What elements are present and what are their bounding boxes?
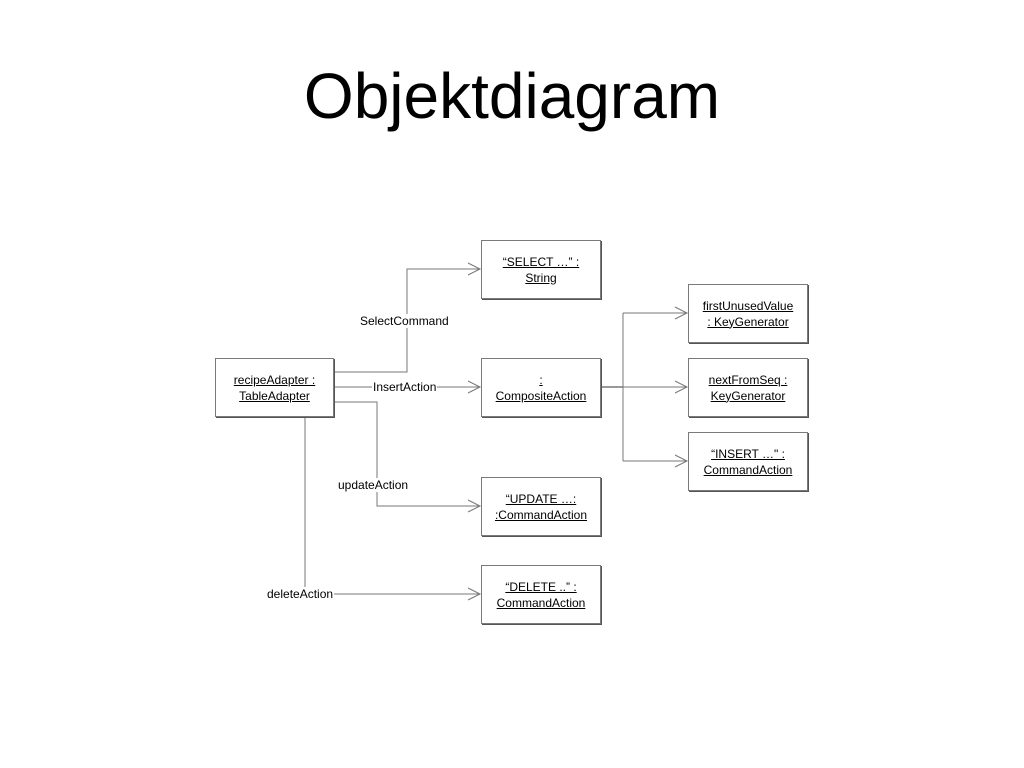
arrowhead-update-action	[467, 499, 482, 513]
link-update-action	[334, 401, 480, 507]
object-recipe-adapter: recipeAdapter : TableAdapter	[215, 358, 334, 417]
arrowhead-insert-command	[674, 454, 689, 468]
label-insert-action: InsertAction	[372, 380, 438, 394]
object-select-string: “SELECT …” : String	[481, 240, 601, 299]
object-insert-action: “INSERT …" : CommandAction	[688, 432, 808, 491]
arrowhead-insert-action	[467, 380, 482, 394]
arrowhead-first-unused-value	[674, 306, 689, 320]
object-next-from-seq: nextFromSeq : KeyGenerator	[688, 358, 808, 417]
object-composite-action: : CompositeAction	[481, 358, 601, 417]
object-first-unused-value: firstUnusedValue : KeyGenerator	[688, 284, 808, 343]
label-update-action: updateAction	[337, 478, 410, 492]
arrowhead-select-command	[467, 262, 482, 276]
object-delete-action: “DELETE ..” : CommandAction	[481, 565, 601, 624]
slide-title: Objektdiagram	[303, 60, 721, 132]
arrowhead-next-from-seq	[674, 380, 689, 394]
arrowhead-delete-action	[467, 587, 482, 601]
label-delete-action: deleteAction	[266, 587, 335, 601]
label-select-command: SelectCommand	[359, 314, 450, 328]
object-update-action: “UPDATE …: :CommandAction	[481, 477, 601, 536]
